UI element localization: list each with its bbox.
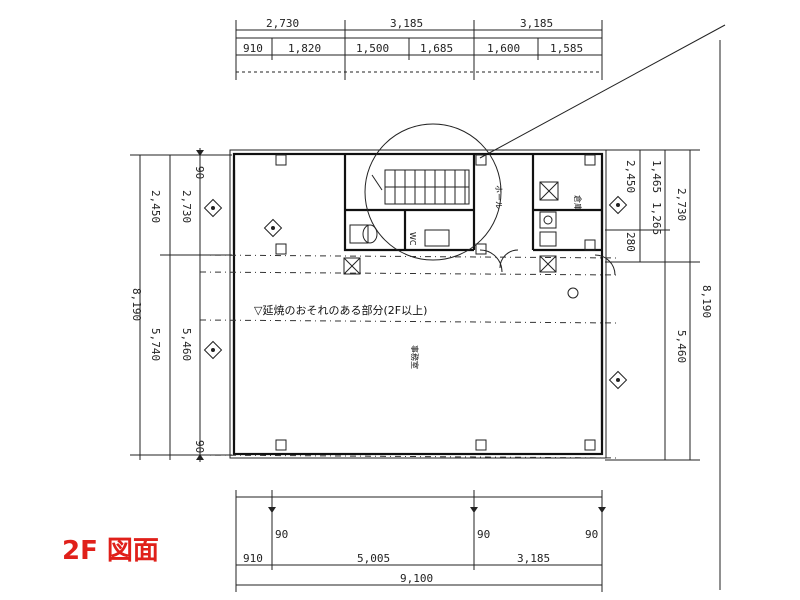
- left-dimensions: 90 2,450 2,730 5,740 5,460 8,190 90: [130, 148, 232, 462]
- dim-left-mid-1: 2,450: [149, 190, 162, 223]
- dim-bottom-detail-1: 910: [243, 552, 263, 565]
- dim-top-detail-1: 910: [243, 42, 263, 55]
- dim-left-small-top: 90: [193, 166, 206, 179]
- fire-zone-note: ▽延焼のおそれのある部分(2F以上): [254, 303, 427, 317]
- dim-top-detail-6: 1,585: [550, 42, 583, 55]
- columns: [275, 154, 596, 451]
- dim-left-total: 8,190: [130, 288, 143, 321]
- dim-left-lower-1: 5,740: [149, 328, 162, 361]
- dim-bottom-mark-3: 90: [585, 528, 598, 541]
- dim-top-overall-2: 3,185: [390, 17, 423, 30]
- dim-top-detail-5: 1,600: [487, 42, 520, 55]
- wc-label: WC: [408, 232, 417, 246]
- dim-right-total: 8,190: [700, 285, 713, 318]
- dim-left-small-bottom: 90: [193, 440, 206, 453]
- storage-label: 倉庫: [573, 195, 583, 211]
- dim-bottom-detail-2: 5,005: [357, 552, 390, 565]
- detail-circle: [364, 123, 502, 261]
- staircase: [371, 169, 470, 205]
- fire-zone-lines: [199, 254, 621, 459]
- dim-right-lower: 5,460: [675, 330, 688, 363]
- dim-top-detail-2: 1,820: [288, 42, 321, 55]
- dim-top-overall-3: 3,185: [520, 17, 553, 30]
- dim-top-overall-1: 2,730: [266, 17, 299, 30]
- doors: [479, 249, 616, 276]
- plan-title: 2F 図面: [62, 536, 159, 566]
- right-dimensions: 1,465 1,265 2,450 280 2,730 5,460 8,190: [605, 149, 713, 461]
- leader-line: [479, 24, 726, 159]
- dim-bottom-mark-1: 90: [275, 528, 288, 541]
- dim-left-lower-2: 5,460: [180, 328, 193, 361]
- smoke-detectors: [203, 195, 628, 390]
- dim-top-detail-4: 1,685: [420, 42, 453, 55]
- dim-right-upper-3: 2,450: [624, 160, 637, 193]
- dim-top-detail-3: 1,500: [356, 42, 389, 55]
- top-dimensions: 2,730 3,185 3,185 910 1,820 1,500 1,685 …: [235, 17, 603, 80]
- dim-bottom-total: 9,100: [400, 572, 433, 585]
- dim-right-upper-1: 1,465: [650, 160, 663, 193]
- dim-bottom-detail-3: 3,185: [517, 552, 550, 565]
- bottom-dimensions: 90 90 90 910 5,005 3,185 9,100: [235, 490, 606, 592]
- dim-right-upper-5: 2,730: [675, 188, 688, 221]
- hall-label: ホール: [494, 185, 503, 209]
- building-walls: [229, 149, 607, 459]
- dim-right-upper-4: 280: [624, 232, 637, 252]
- kitchen-fixtures: 倉庫: [539, 181, 583, 247]
- office-label: 事務室: [410, 345, 420, 369]
- dim-bottom-mark-2: 90: [477, 528, 490, 541]
- dim-right-upper-2: 1,265: [650, 202, 663, 235]
- dim-left-mid-2: 2,730: [180, 190, 193, 223]
- wc-fixtures: WC: [349, 224, 450, 247]
